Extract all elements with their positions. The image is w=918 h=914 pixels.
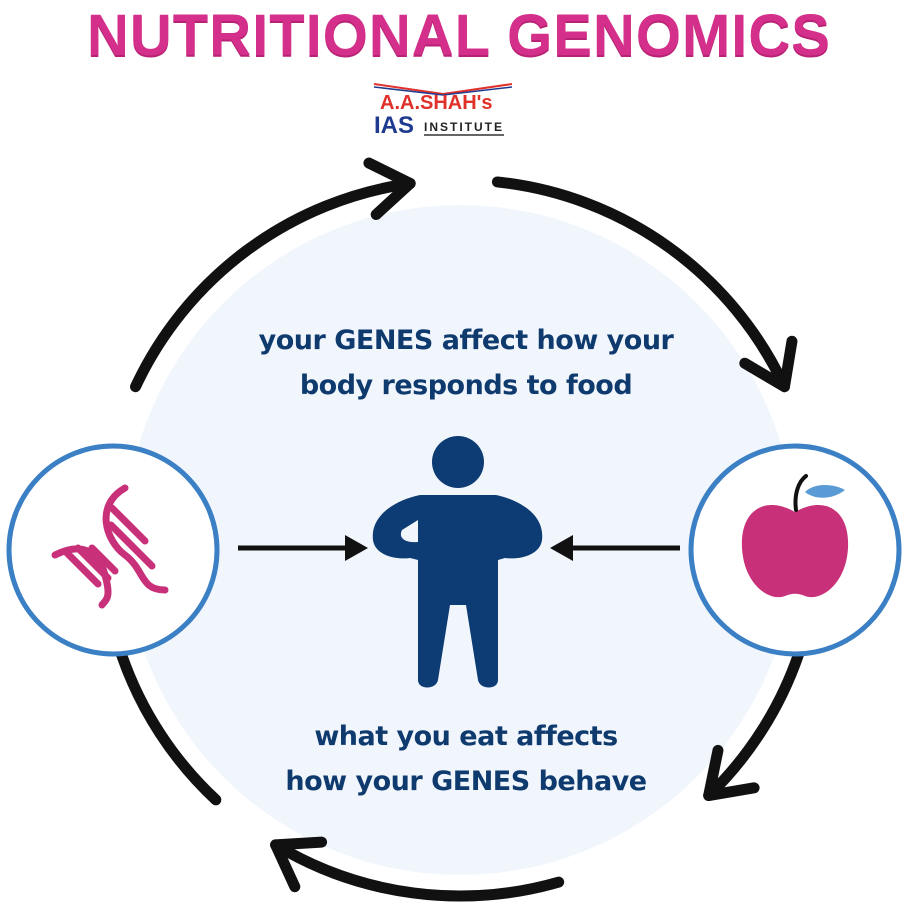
cycle-arc: [270, 839, 565, 902]
apple-icon: [741, 474, 849, 598]
top-caption-line2: body responds to food: [299, 370, 633, 401]
institute-logo: A.A.SHAH's IAS INSTITUTE: [372, 82, 514, 139]
logo-name: A.A.SHAH's: [380, 92, 493, 114]
top-caption: your GENES affect how your body responds…: [166, 318, 766, 408]
arrowhead-icon: [363, 157, 416, 221]
person-icon: [372, 436, 543, 688]
bottom-caption-line1: what you eat affects: [314, 721, 618, 752]
arrowhead-icon: [703, 744, 760, 802]
bottom-caption-line2: how your GENES behave: [285, 766, 647, 797]
genes-circle: [6, 443, 220, 657]
cycle-arc: [703, 649, 804, 802]
bottom-caption: what you eat affects how your GENES beha…: [166, 714, 766, 804]
logo-ias: IAS: [374, 112, 415, 139]
cycle-arc: [116, 649, 222, 806]
arrow-food-to-person: [550, 535, 680, 561]
page-title: NUTRITIONAL GENOMICS: [87, 3, 831, 68]
cycle-arrows: [116, 157, 804, 902]
cycle-arc: [491, 176, 790, 393]
top-caption-line1: your GENES affect how your: [258, 325, 674, 356]
dna-icon: [51, 484, 169, 609]
cycle-arc: [130, 177, 416, 393]
arrowhead-icon: [270, 836, 328, 893]
arrow-genes-to-person: [238, 535, 368, 561]
logo-chevron: [373, 83, 513, 96]
logo-institute: INSTITUTE: [424, 120, 504, 136]
arrowhead-icon: [739, 335, 798, 393]
